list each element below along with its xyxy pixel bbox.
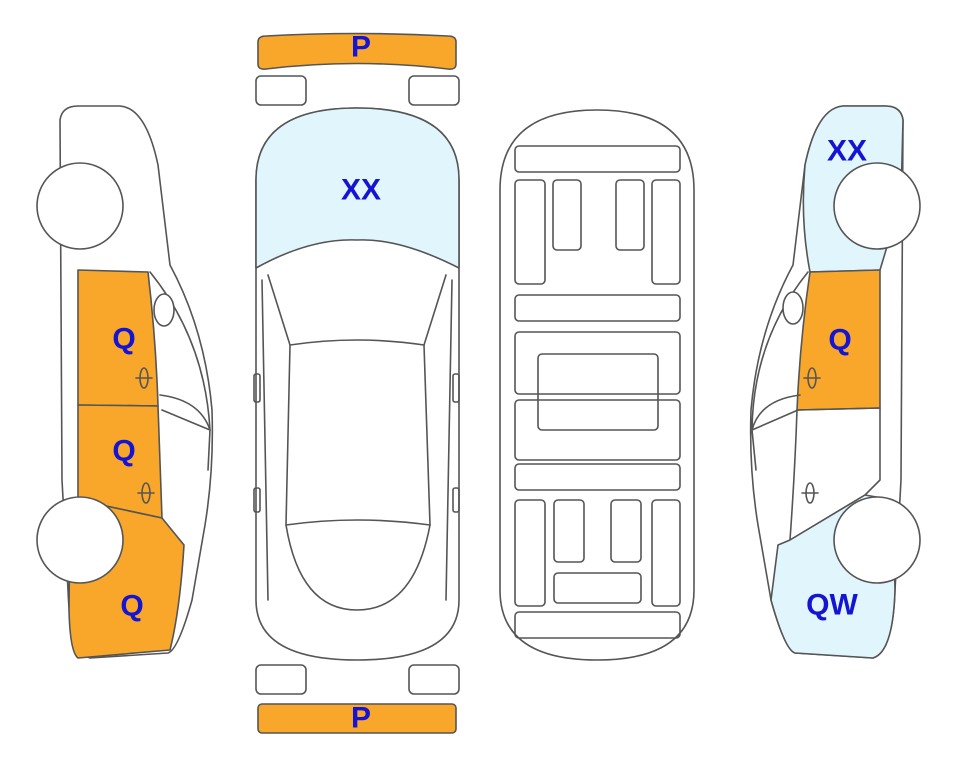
right-pillar-line — [751, 394, 801, 471]
right-front-wheel — [833, 162, 921, 250]
windshield-panel — [255, 107, 460, 269]
windshield-label: XX — [341, 174, 381, 207]
left-pillar-line — [159, 394, 211, 471]
right-rear-quarter-label: QW — [806, 589, 858, 622]
right-window-line — [751, 271, 809, 431]
underbody-outline — [499, 109, 695, 661]
left-front-wheel — [36, 162, 124, 250]
left-mirror — [153, 293, 175, 327]
top-view: P XX P — [253, 31, 460, 735]
right-rear-wheel — [833, 496, 921, 584]
right-mirror — [782, 291, 804, 325]
right-side-view: XX Q QW — [749, 105, 921, 659]
top-hood-lines — [267, 274, 447, 611]
top-roof-outline — [285, 339, 431, 526]
front-bumper-panel — [257, 32, 457, 70]
front-bumper-label: P — [351, 31, 371, 64]
right-front-door-label: Q — [828, 324, 851, 357]
rear-left-light — [255, 664, 307, 695]
front-right-light — [408, 75, 460, 106]
underbody-view — [499, 109, 695, 661]
left-rear-quarter-label: Q — [120, 590, 143, 623]
left-front-door-label: Q — [112, 323, 135, 356]
rear-right-light — [408, 664, 460, 695]
left-side-view: Q Q Q — [36, 105, 214, 659]
rear-bumper-panel — [257, 703, 457, 734]
left-rear-wheel — [36, 496, 124, 584]
right-front-fender-label: XX — [827, 135, 867, 168]
left-window-line — [149, 271, 211, 431]
rear-bumper-label: P — [351, 702, 371, 735]
front-left-light — [255, 75, 307, 106]
top-side-lines — [261, 279, 453, 601]
left-rear-door-label: Q — [112, 435, 135, 468]
left-body-outline — [59, 105, 214, 659]
